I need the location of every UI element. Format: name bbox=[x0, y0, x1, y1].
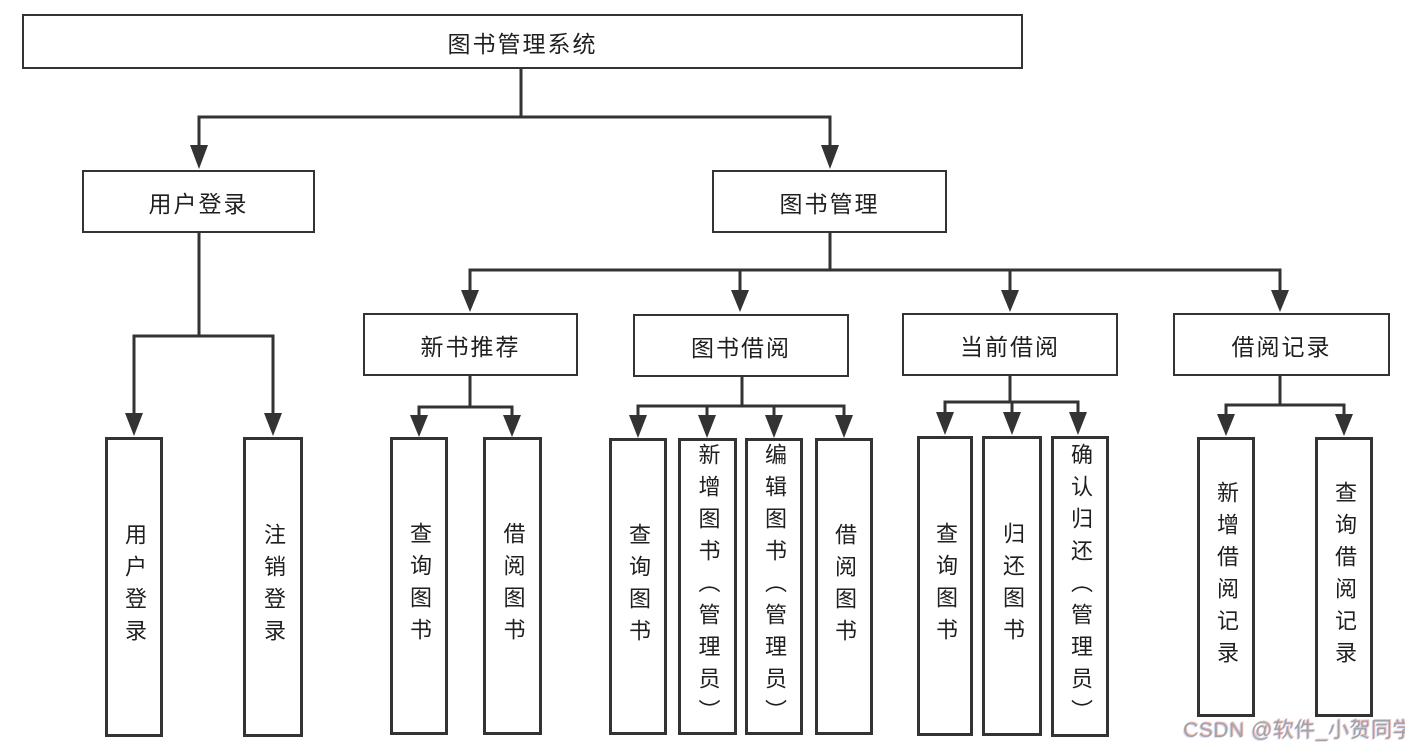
node-confirm-return-admin-label: 确认归还（管理员） bbox=[1068, 442, 1093, 731]
node-add-books-admin: 新增图书（管理员） bbox=[678, 438, 737, 735]
node-query-books-recommend: 查询图书 bbox=[390, 437, 448, 735]
node-edit-books-admin-label: 编辑图书（管理员） bbox=[762, 442, 787, 731]
node-query-books-recommend-label: 查询图书 bbox=[407, 522, 432, 650]
node-logout-leaf: 注销登录 bbox=[243, 437, 303, 737]
node-confirm-return-admin: 确认归还（管理员） bbox=[1051, 436, 1109, 737]
node-logout-leaf-label: 注销登录 bbox=[261, 523, 286, 651]
node-return-books: 归还图书 bbox=[982, 436, 1042, 736]
node-borrowing-records-label: 借阅记录 bbox=[1231, 333, 1332, 360]
node-query-borrow-record: 查询借阅记录 bbox=[1315, 437, 1373, 717]
node-book-borrowing-label: 图书借阅 bbox=[691, 334, 791, 361]
node-new-book-recommend-label: 新书推荐 bbox=[420, 333, 521, 360]
node-user-login-leaf-label: 用户登录 bbox=[122, 523, 147, 651]
node-book-management: 图书管理 bbox=[712, 170, 947, 233]
node-user-login-leaf: 用户登录 bbox=[105, 437, 163, 737]
node-query-books-borrowing: 查询图书 bbox=[609, 438, 667, 735]
node-borrow-books-recommend: 借阅图书 bbox=[483, 437, 542, 735]
node-new-book-recommend: 新书推荐 bbox=[363, 313, 578, 376]
node-book-management-label: 图书管理 bbox=[779, 190, 880, 217]
node-current-borrowing-label: 当前借阅 bbox=[960, 333, 1060, 360]
node-borrowing-records: 借阅记录 bbox=[1173, 313, 1390, 376]
node-query-borrow-record-label: 查询借阅记录 bbox=[1332, 481, 1357, 673]
node-user-login: 用户登录 bbox=[82, 170, 315, 233]
node-root: 图书管理系统 bbox=[22, 14, 1023, 69]
node-book-borrowing: 图书借阅 bbox=[633, 314, 849, 377]
node-add-borrow-record: 新增借阅记录 bbox=[1197, 437, 1255, 717]
node-user-login-label: 用户登录 bbox=[148, 190, 249, 217]
node-borrow-books-borrowing-label: 借阅图书 bbox=[832, 522, 857, 651]
node-edit-books-admin: 编辑图书（管理员） bbox=[745, 438, 803, 735]
node-add-borrow-record-label: 新增借阅记录 bbox=[1214, 481, 1239, 673]
node-return-books-label: 归还图书 bbox=[1000, 522, 1025, 650]
node-borrow-books-recommend-label: 借阅图书 bbox=[500, 522, 526, 650]
node-current-borrowing: 当前借阅 bbox=[902, 313, 1118, 376]
node-borrow-books-borrowing: 借阅图书 bbox=[815, 438, 873, 735]
watermark: CSDN @软件_小贺同学 bbox=[1183, 719, 1405, 742]
node-query-books-borrowing-label: 查询图书 bbox=[626, 522, 651, 651]
node-root-label: 图书管理系统 bbox=[447, 30, 598, 57]
node-query-books-current-label: 查询图书 bbox=[933, 522, 958, 650]
node-add-books-admin-label: 新增图书（管理员） bbox=[695, 442, 721, 731]
node-query-books-current: 查询图书 bbox=[917, 436, 973, 736]
